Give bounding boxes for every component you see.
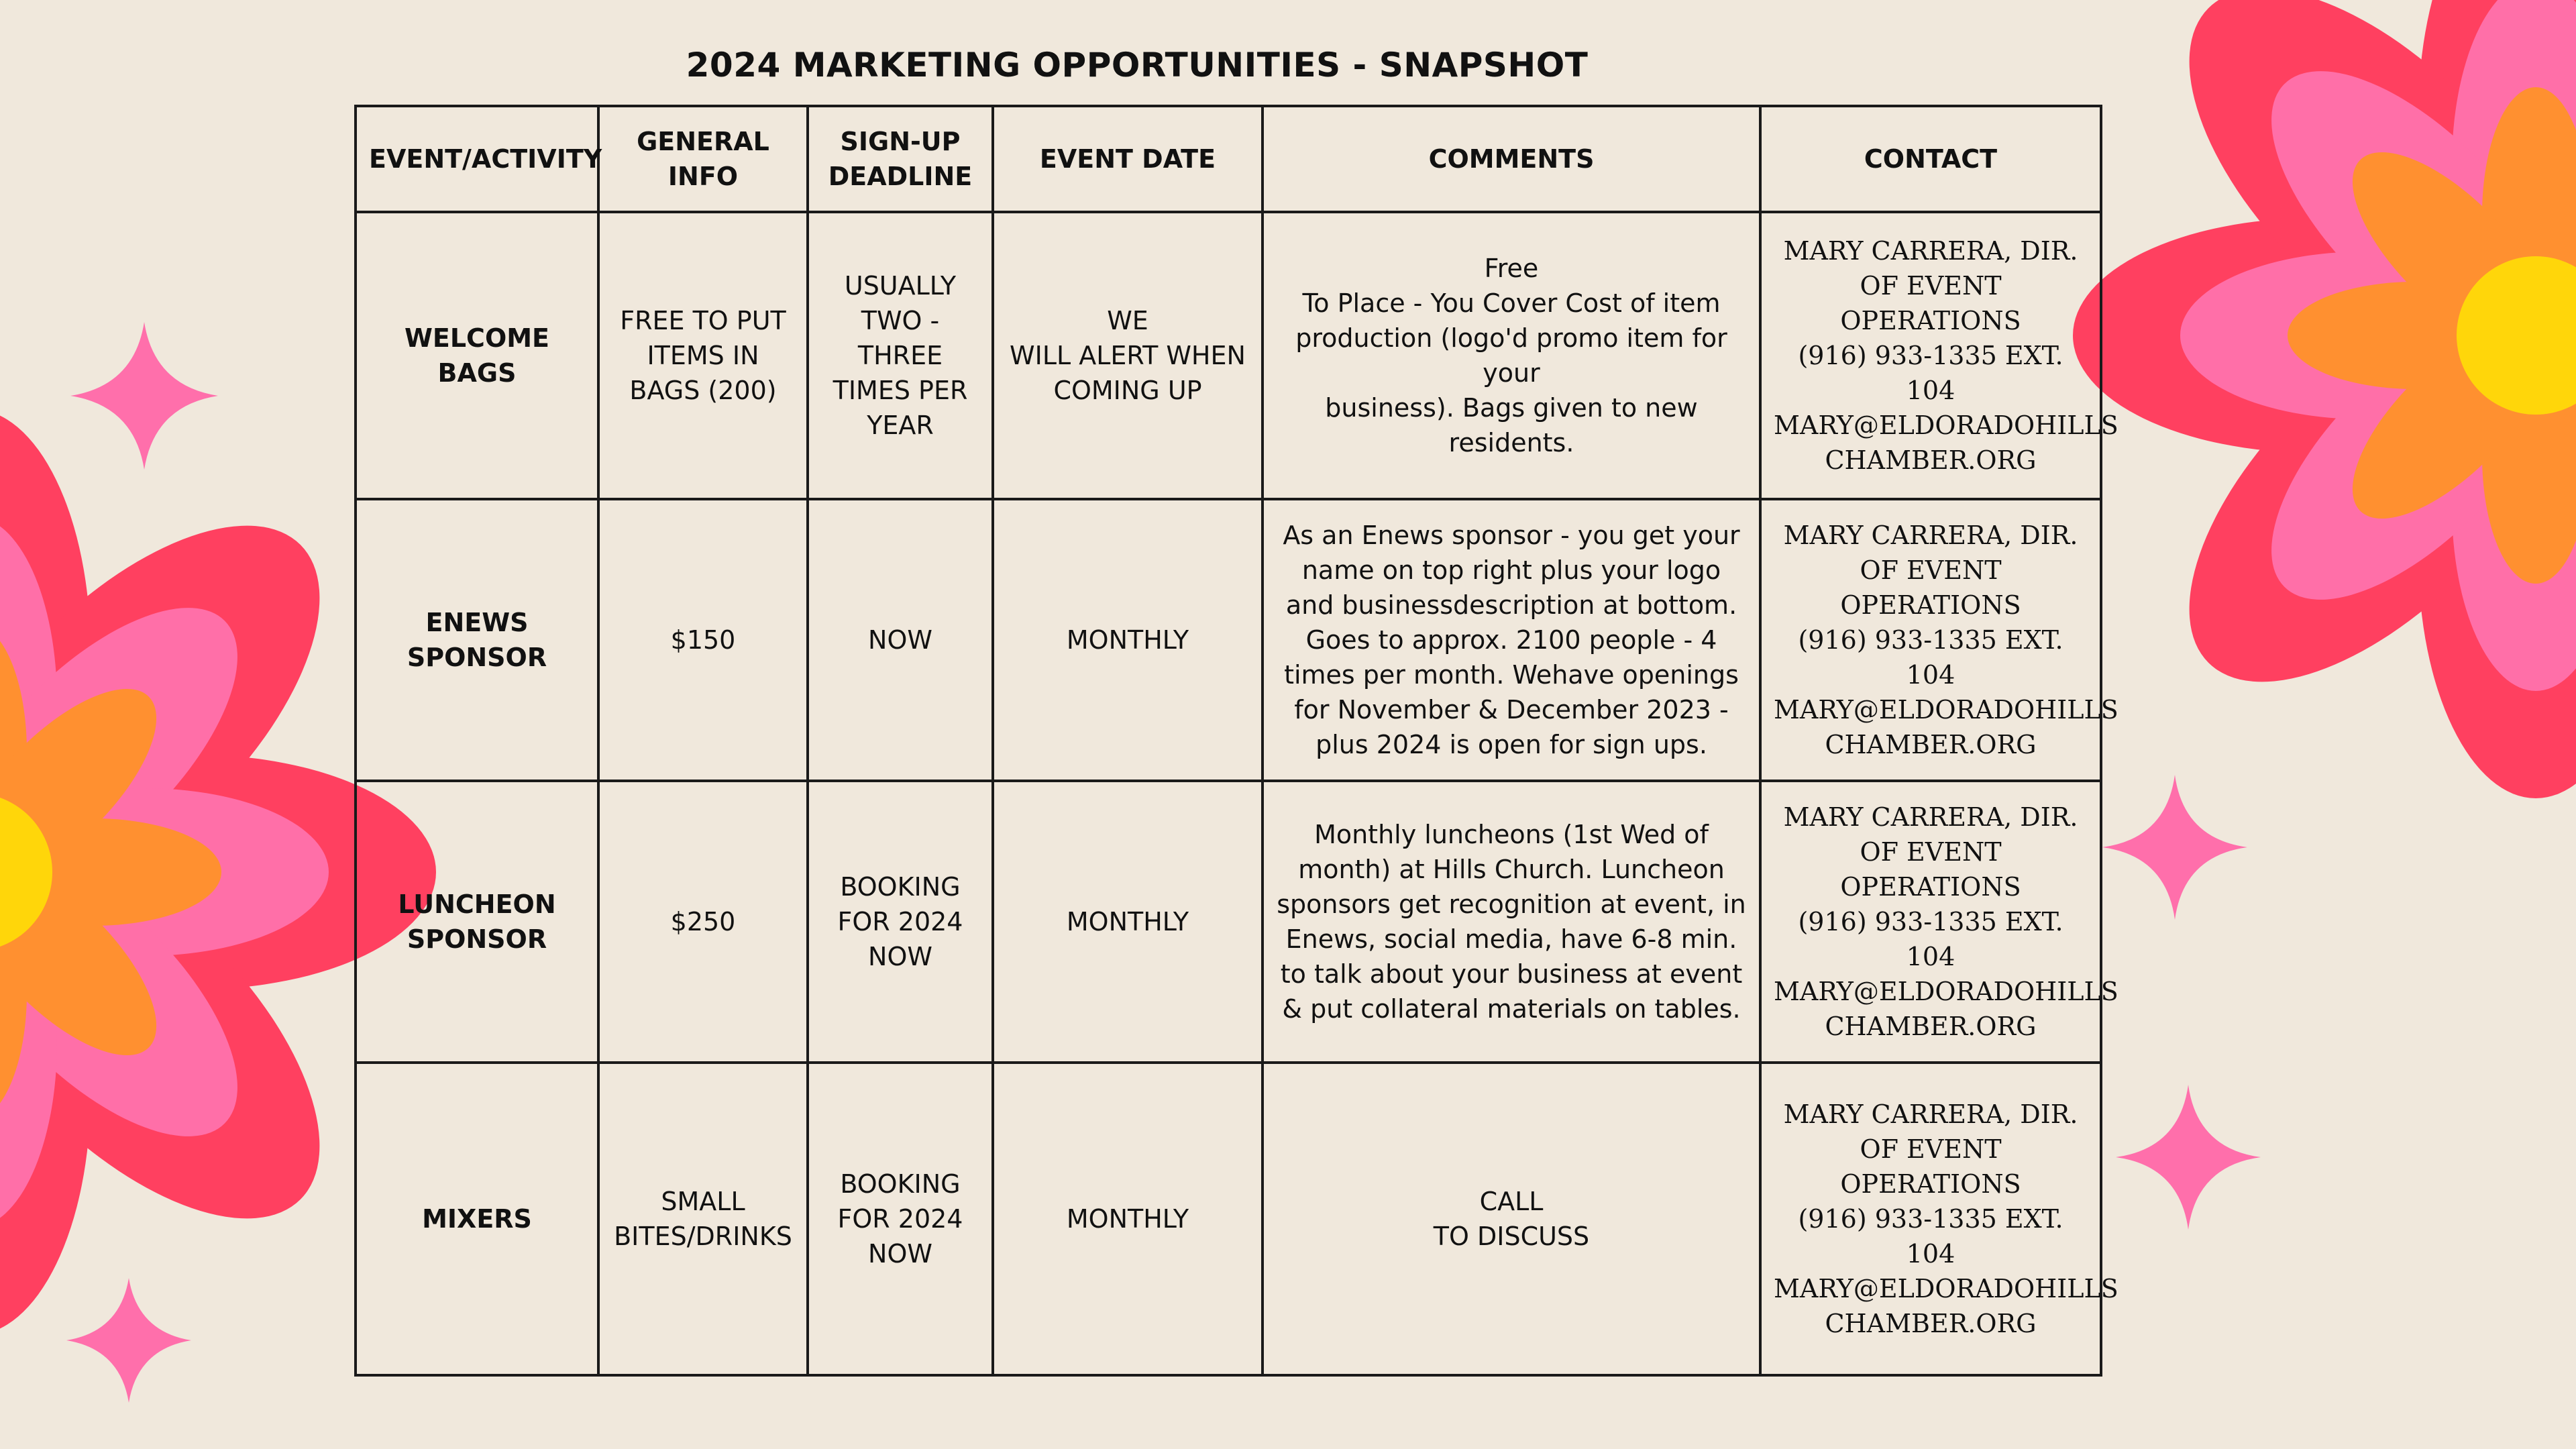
cell-event-date: MONTHLY [991, 780, 1264, 1064]
cell-contact: MARY CARRERA, DIR. OF EVENT OPERATIONS (… [1759, 211, 2118, 500]
table-row: WELCOME BAGS FREE TO PUT ITEMS IN BAGS (… [354, 211, 2118, 500]
cell-general-info: $150 [597, 498, 809, 782]
column-header-contact: CONTACT [1759, 105, 2102, 213]
cell-contact: MARY CARRERA, DIR. OF EVENT OPERATIONS (… [1759, 1061, 2118, 1377]
cell-event: LUNCHEON SPONSOR [354, 780, 600, 1064]
cell-comments: Free To Place - You Cover Cost of item p… [1261, 211, 1762, 500]
table-header-row: EVENT/ACTIVITY GENERAL INFO SIGN-UP DEAD… [354, 105, 2102, 213]
cell-event-date: WE WILL ALERT WHEN COMING UP [991, 211, 1264, 500]
sparkle-icon [2102, 775, 2247, 920]
column-header-event: EVENT/ACTIVITY [354, 105, 602, 213]
cell-signup-deadline: BOOKING FOR 2024 NOW [806, 780, 994, 1064]
flower-icon [2073, 0, 2576, 798]
cell-event: MIXERS [354, 1061, 600, 1377]
table-row: LUNCHEON SPONSOR $250 BOOKING FOR 2024 N… [354, 780, 2118, 1064]
cell-event: ENEWS SPONSOR [354, 498, 600, 782]
flower-icon [0, 415, 436, 1329]
cell-comments: Monthly luncheons (1st Wed of month) at … [1261, 780, 1762, 1064]
cell-contact: MARY CARRERA, DIR. OF EVENT OPERATIONS (… [1759, 498, 2118, 782]
cell-signup-deadline: NOW [806, 498, 994, 782]
cell-event-date: MONTHLY [991, 498, 1264, 782]
cell-general-info: SMALL BITES/DRINKS [597, 1061, 809, 1377]
cell-event: WELCOME BAGS [354, 211, 600, 500]
column-header-signup-deadline: SIGN-UP DEADLINE [806, 105, 994, 213]
cell-comments: CALL TO DISCUSS [1261, 1061, 1762, 1377]
column-header-event-date: EVENT DATE [991, 105, 1264, 213]
sparkle-icon [66, 1278, 191, 1403]
cell-contact: MARY CARRERA, DIR. OF EVENT OPERATIONS (… [1759, 780, 2118, 1064]
sparkle-icon [2116, 1085, 2261, 1230]
cell-signup-deadline: BOOKING FOR 2024 NOW [806, 1061, 994, 1377]
column-header-general-info: GENERAL INFO [597, 105, 809, 213]
cell-comments: As an Enews sponsor - you get your name … [1261, 498, 1762, 782]
table-row: MIXERS SMALL BITES/DRINKS BOOKING FOR 20… [354, 1061, 2118, 1377]
cell-signup-deadline: USUALLY TWO - THREE TIMES PER YEAR [806, 211, 994, 500]
marketing-table: EVENT/ACTIVITY GENERAL INFO SIGN-UP DEAD… [354, 105, 2118, 1377]
table-row: ENEWS SPONSOR $150 NOW MONTHLY As an Ene… [354, 498, 2118, 782]
cell-event-date: MONTHLY [991, 1061, 1264, 1377]
sparkle-icon [70, 322, 218, 470]
cell-general-info: FREE TO PUT ITEMS IN BAGS (200) [597, 211, 809, 500]
page-title: 2024 MARKETING OPPORTUNITIES - SNAPSHOT [686, 46, 1589, 85]
cell-general-info: $250 [597, 780, 809, 1064]
column-header-comments: COMMENTS [1261, 105, 1762, 213]
